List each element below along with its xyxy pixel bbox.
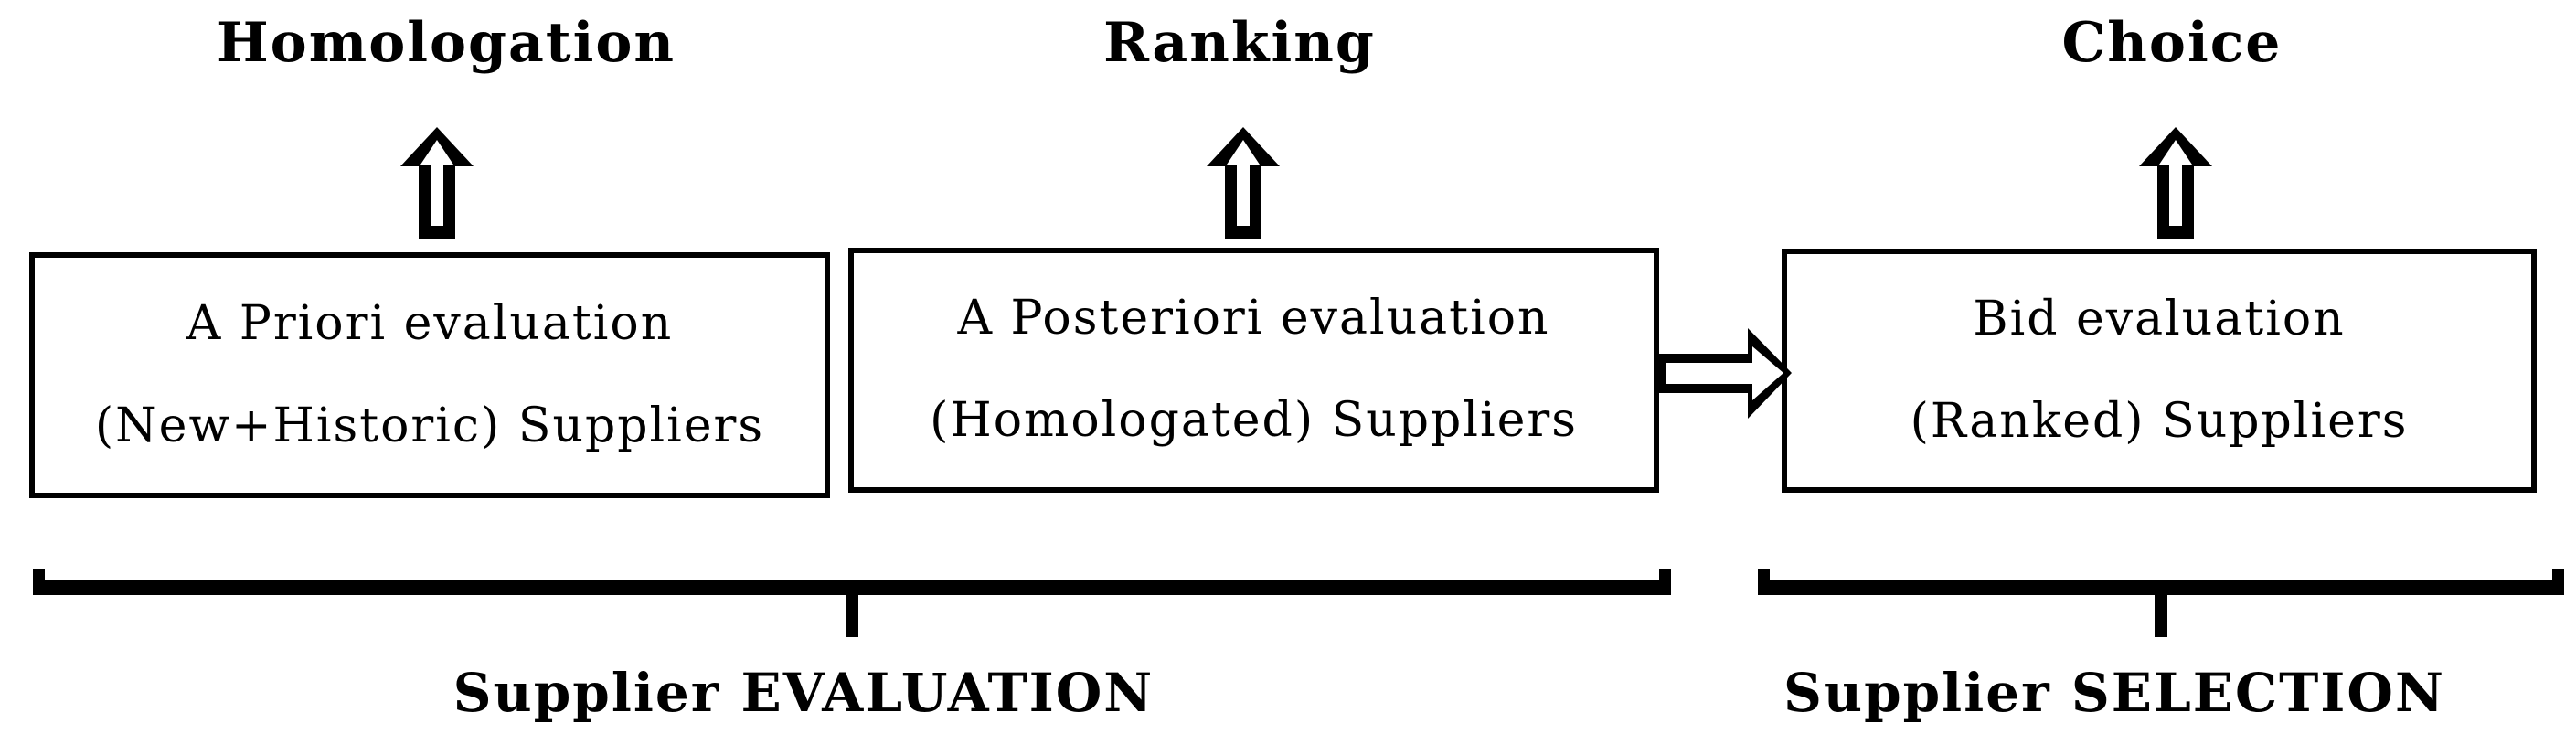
- bracket-bar: [33, 580, 1671, 595]
- group-label-supplier-selection: Supplier SELECTION: [1783, 662, 2445, 724]
- bracket-stem: [2155, 595, 2167, 637]
- stage-title-choice: Choice: [2061, 11, 2283, 75]
- bracket-supplier-selection: [1758, 569, 2564, 637]
- up-arrow-icon: [400, 127, 474, 239]
- process-box-a-priori-evaluation: A Priori evaluation (New+Historic) Suppl…: [29, 252, 830, 498]
- process-box-bid-evaluation: Bid evaluation (Ranked) Suppliers: [1782, 249, 2537, 493]
- bracket-end-tick: [1659, 569, 1671, 595]
- bracket-supplier-evaluation: [33, 569, 1671, 637]
- right-arrow-icon: [1659, 328, 1792, 419]
- box-text-line: (Homologated) Suppliers: [930, 393, 1578, 448]
- box-text-line: (New+Historic) Suppliers: [94, 398, 765, 453]
- bracket-stem: [846, 595, 858, 637]
- group-label-supplier-evaluation: Supplier EVALUATION: [452, 662, 1155, 724]
- up-arrow-icon: [2139, 127, 2212, 239]
- stage-title-homologation: Homologation: [216, 11, 676, 75]
- up-arrow-icon: [1207, 127, 1280, 239]
- box-text-line: Bid evaluation: [1973, 291, 2346, 346]
- stage-title-ranking: Ranking: [1103, 11, 1376, 75]
- process-box-a-posteriori-evaluation: A Posteriori evaluation (Homologated) Su…: [848, 248, 1659, 493]
- bracket-end-tick: [2552, 569, 2564, 595]
- box-text-line: A Priori evaluation: [186, 295, 674, 351]
- box-text-line: (Ranked) Suppliers: [1910, 393, 2409, 449]
- bracket-bar: [1758, 580, 2564, 595]
- box-text-line: A Posteriori evaluation: [957, 291, 1550, 346]
